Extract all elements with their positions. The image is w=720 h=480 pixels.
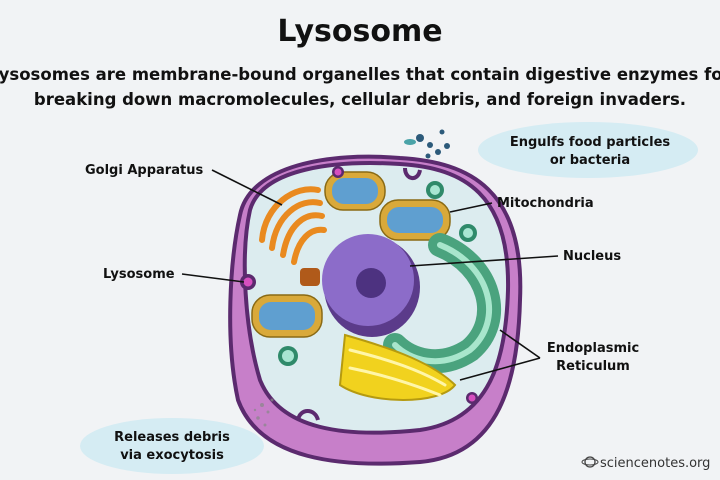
page-title: Lysosome bbox=[277, 14, 442, 49]
leader-mitochondria bbox=[449, 202, 493, 213]
credit-text: sciencenotes.org bbox=[600, 456, 710, 471]
leader-nucleus bbox=[409, 255, 559, 267]
leader-er bbox=[459, 329, 541, 381]
subtitle-line-1: Lysosomes are membrane-bound organelles … bbox=[0, 65, 720, 84]
label-golgi: Golgi Apparatus bbox=[85, 163, 203, 178]
nucleus bbox=[322, 234, 420, 337]
releases-text-1: Releases debris bbox=[114, 430, 230, 445]
endocytosis-pocket bbox=[403, 167, 422, 180]
label-lysosome: Lysosome bbox=[103, 267, 175, 282]
label-er-1: Endoplasmic bbox=[547, 341, 639, 356]
debris-particles bbox=[253, 398, 274, 427]
engulfs-bubble bbox=[478, 122, 698, 178]
lysosomes bbox=[240, 166, 478, 404]
sciencenotes-logo: sciencenotes.org bbox=[581, 456, 710, 471]
label-nucleus: Nucleus bbox=[563, 249, 621, 264]
releases-bubble bbox=[80, 418, 264, 474]
label-er-2: Reticulum bbox=[556, 359, 630, 374]
leader-lysosome bbox=[181, 273, 245, 283]
releases-text-2: via exocytosis bbox=[120, 448, 224, 463]
endoplasmic-reticulum bbox=[338, 233, 502, 401]
food-particles-icon bbox=[404, 129, 450, 159]
mitochondria bbox=[251, 171, 451, 338]
label-mitochondria: Mitochondria bbox=[497, 196, 594, 211]
exocytosis-pocket bbox=[296, 409, 320, 421]
subtitle-line-2: breaking down macromolecules, cellular d… bbox=[34, 90, 686, 109]
engulfs-text-2: or bacteria bbox=[550, 153, 630, 168]
animal-cell bbox=[228, 154, 523, 466]
engulfs-text-1: Engulfs food particles bbox=[510, 135, 671, 150]
leader-golgi bbox=[211, 169, 283, 206]
golgi-apparatus bbox=[259, 186, 327, 265]
